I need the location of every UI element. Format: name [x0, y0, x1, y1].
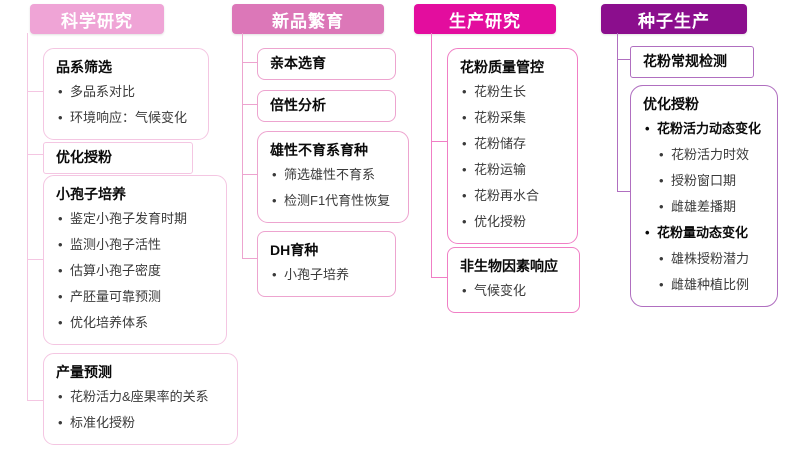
bullet-item: 优化授粉: [460, 209, 567, 235]
bullet-item: 监测小孢子活性: [56, 232, 216, 258]
bullet-item: 环境响应：气候变化: [56, 105, 198, 131]
bullet-item: 花粉再水合: [460, 183, 567, 209]
box-title: 产量预测: [56, 364, 112, 380]
connector-line: [242, 258, 257, 259]
box-routine-pollen-testing: 花粉常规检测: [630, 46, 754, 78]
box-dh-breeding: DH育种 小孢子培养: [257, 231, 396, 297]
box-parent-selection: 亲本选育: [257, 48, 396, 80]
box-title: 亲本选育: [270, 55, 326, 71]
box-title: 花粉常规检测: [643, 53, 727, 69]
connector-line: [27, 33, 28, 400]
box-microspore-culture: 小孢子培养 鉴定小孢子发育时期 监测小孢子活性 估算小孢子密度 产胚量可靠预测 …: [43, 175, 227, 345]
box-pollination-optimization-seed: 优化授粉 花粉活力动态变化 花粉活力时效 授粉窗口期 雌雄差播期 花粉量动态变化…: [630, 85, 778, 307]
bullet-item: 花粉采集: [460, 105, 567, 131]
connector-line: [242, 104, 257, 105]
connector-line: [27, 154, 43, 155]
column-header-new-variety-breeding: 新品繁育: [232, 4, 384, 34]
connector-line: [242, 174, 257, 175]
bullet-item: 检测F1代育性恢复: [270, 188, 398, 214]
bullet-item: 花粉活力&座果率的关系: [56, 384, 227, 410]
box-pollen-quality-control: 花粉质量管控 花粉生长 花粉采集 花粉储存 花粉运输 花粉再水合 优化授粉: [447, 48, 578, 244]
connector-line: [27, 91, 43, 92]
connector-line: [27, 259, 43, 260]
bullet-item: 花粉运输: [460, 157, 567, 183]
box-title: 花粉质量管控: [460, 59, 544, 75]
connector-line: [27, 400, 43, 401]
connector-line: [617, 33, 618, 191]
connector-line: [617, 59, 630, 60]
bullet-item: 花粉量动态变化: [643, 220, 767, 246]
connector-line: [431, 277, 447, 278]
bullet-item: 鉴定小孢子发育时期: [56, 206, 216, 232]
bullet-item: 多品系对比: [56, 79, 198, 105]
column-header-seed-production: 种子生产: [601, 4, 747, 34]
column-header-production-research: 生产研究: [414, 4, 556, 34]
box-title: 优化授粉: [643, 96, 699, 112]
box-title: 非生物因素响应: [460, 258, 558, 274]
connector-line: [431, 141, 447, 142]
box-title: DH育种: [270, 242, 319, 258]
box-title: 雄性不育系育种: [270, 142, 368, 158]
box-pollination-optimization: 优化授粉: [43, 142, 193, 174]
bullet-item: 花粉生长: [460, 79, 567, 105]
box-title: 倍性分析: [270, 97, 326, 113]
bullet-item: 小孢子培养: [270, 262, 385, 288]
box-title: 小孢子培养: [56, 186, 126, 202]
box-male-sterile-line-breeding: 雄性不育系育种 筛选雄性不育系 检测F1代育性恢复: [257, 131, 409, 223]
bullet-subitem: 花粉活力时效: [657, 142, 767, 168]
bullet-item: 标准化授粉: [56, 410, 227, 436]
connector-line: [242, 33, 243, 258]
box-abiotic-factor-response: 非生物因素响应 气候变化: [447, 247, 580, 313]
bullet-item: 气候变化: [460, 278, 569, 304]
box-title: 品系筛选: [56, 59, 112, 75]
connector-line: [617, 191, 630, 192]
bullet-subitem: 授粉窗口期: [657, 168, 767, 194]
bullet-subitem: 雌雄差播期: [657, 194, 767, 220]
box-yield-prediction: 产量预测 花粉活力&座果率的关系 标准化授粉: [43, 353, 238, 445]
bullet-item: 花粉活力动态变化: [643, 116, 767, 142]
connector-line: [242, 62, 257, 63]
bullet-item: 优化培养体系: [56, 310, 216, 336]
bullet-subitem: 雌雄种植比例: [657, 272, 767, 298]
bullet-subitem: 雄株授粉潜力: [657, 246, 767, 272]
connector-line: [431, 33, 432, 277]
bullet-item: 筛选雄性不育系: [270, 162, 398, 188]
box-strain-screening: 品系筛选 多品系对比 环境响应：气候变化: [43, 48, 209, 140]
box-title: 优化授粉: [56, 149, 112, 165]
bullet-item: 估算小孢子密度: [56, 258, 216, 284]
column-header-science-research: 科学研究: [30, 4, 164, 34]
box-ploidy-analysis: 倍性分析: [257, 90, 396, 122]
bullet-item: 产胚量可靠预测: [56, 284, 216, 310]
bullet-item: 花粉储存: [460, 131, 567, 157]
